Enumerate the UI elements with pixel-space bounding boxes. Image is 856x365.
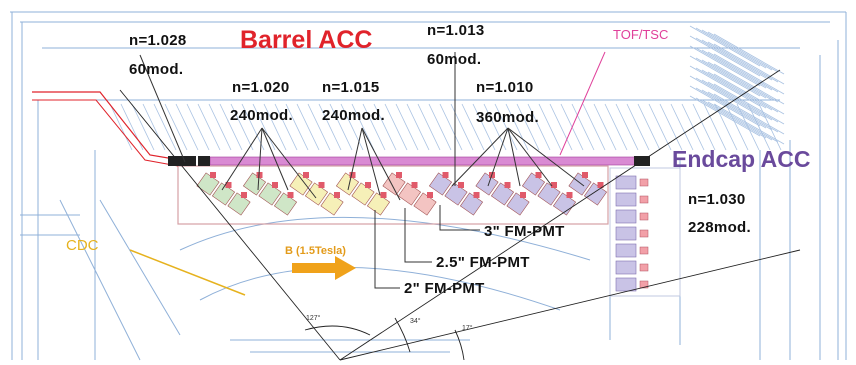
endcap-module bbox=[615, 260, 637, 275]
leader-lines bbox=[139, 52, 585, 289]
pmt bbox=[639, 212, 649, 221]
pmt-label-3in: 3" FM-PMT bbox=[484, 223, 565, 240]
group-modules-label: 240mod. bbox=[230, 107, 293, 124]
pmt bbox=[210, 172, 216, 178]
pmt bbox=[582, 172, 588, 178]
endcap-module bbox=[615, 209, 637, 224]
angle-lines bbox=[119, 69, 801, 361]
pmt bbox=[566, 192, 573, 198]
endcap-module-region bbox=[609, 167, 681, 297]
pmt bbox=[458, 182, 464, 188]
tof-end-block-mid bbox=[198, 156, 210, 166]
pmt bbox=[303, 172, 309, 178]
pmt-label-2in: 2" FM-PMT bbox=[404, 280, 485, 297]
endcap-module bbox=[615, 175, 637, 190]
structure-outline bbox=[10, 11, 847, 361]
barrel-module-region bbox=[177, 165, 609, 225]
left-support-line bbox=[32, 91, 181, 161]
pmt bbox=[318, 182, 325, 188]
group-index-label: n=1.015 bbox=[322, 79, 380, 96]
pmt bbox=[639, 229, 649, 238]
barrel-acc-title: Barrel ACC bbox=[240, 26, 373, 54]
endcap-module bbox=[615, 226, 637, 241]
group-index-label: n=1.010 bbox=[476, 79, 534, 96]
pmt bbox=[334, 192, 340, 198]
pmt bbox=[256, 172, 263, 178]
endcap-modules bbox=[615, 175, 649, 292]
pmt bbox=[380, 192, 387, 198]
pmt bbox=[287, 192, 294, 198]
cdc-pointer bbox=[129, 249, 246, 296]
endcap-module bbox=[615, 277, 637, 292]
pmt-label-2-5in: 2.5" FM-PMT bbox=[436, 254, 530, 271]
group-modules-label: 60mod. bbox=[129, 61, 184, 78]
group-modules-label: 60mod. bbox=[427, 51, 482, 68]
tof-tsc-label: TOF/TSC bbox=[613, 27, 669, 42]
pmt bbox=[427, 192, 433, 198]
magnetic-field-label: B (1.5Tesla) bbox=[285, 245, 346, 257]
pmt bbox=[442, 172, 449, 178]
pmt bbox=[639, 246, 649, 255]
left-support-line-inner bbox=[32, 99, 179, 167]
angle-label: 127° bbox=[306, 315, 321, 322]
group-modules-label: 240mod. bbox=[322, 107, 385, 124]
pmt bbox=[225, 182, 232, 188]
tof-end-block-left bbox=[168, 156, 196, 166]
pmt bbox=[551, 182, 557, 188]
angle-label: 17° bbox=[462, 325, 473, 332]
pmt bbox=[639, 178, 649, 187]
angle-label: 34° bbox=[410, 318, 421, 325]
pmt bbox=[365, 182, 371, 188]
pmt bbox=[473, 192, 480, 198]
acc-modules bbox=[196, 172, 608, 216]
endcap-index-label: n=1.030 bbox=[688, 191, 746, 208]
pmt bbox=[504, 182, 511, 188]
field-arrow bbox=[292, 256, 356, 280]
pmt bbox=[639, 195, 649, 204]
group-modules-label: 360mod. bbox=[476, 109, 539, 126]
endcap-modules-label: 228mod. bbox=[688, 219, 751, 236]
endcap-module bbox=[615, 243, 637, 258]
pmt bbox=[272, 182, 278, 188]
endcap-acc-title: Endcap ACC bbox=[672, 146, 811, 172]
group-index-label: n=1.013 bbox=[427, 22, 485, 39]
pmt bbox=[349, 172, 356, 178]
group-index-label: n=1.028 bbox=[129, 32, 187, 49]
pmt bbox=[535, 172, 542, 178]
pmt bbox=[241, 192, 247, 198]
pmt bbox=[411, 182, 418, 188]
tof-pointer bbox=[559, 51, 606, 156]
endcap-module bbox=[615, 192, 637, 207]
pmt bbox=[520, 192, 526, 198]
pmt bbox=[639, 280, 649, 289]
pmt bbox=[639, 263, 649, 272]
pmt bbox=[396, 172, 402, 178]
pmt bbox=[597, 182, 604, 188]
cdc-label: CDC bbox=[66, 237, 99, 254]
tof-band bbox=[209, 156, 637, 166]
group-index-label: n=1.020 bbox=[232, 79, 290, 96]
